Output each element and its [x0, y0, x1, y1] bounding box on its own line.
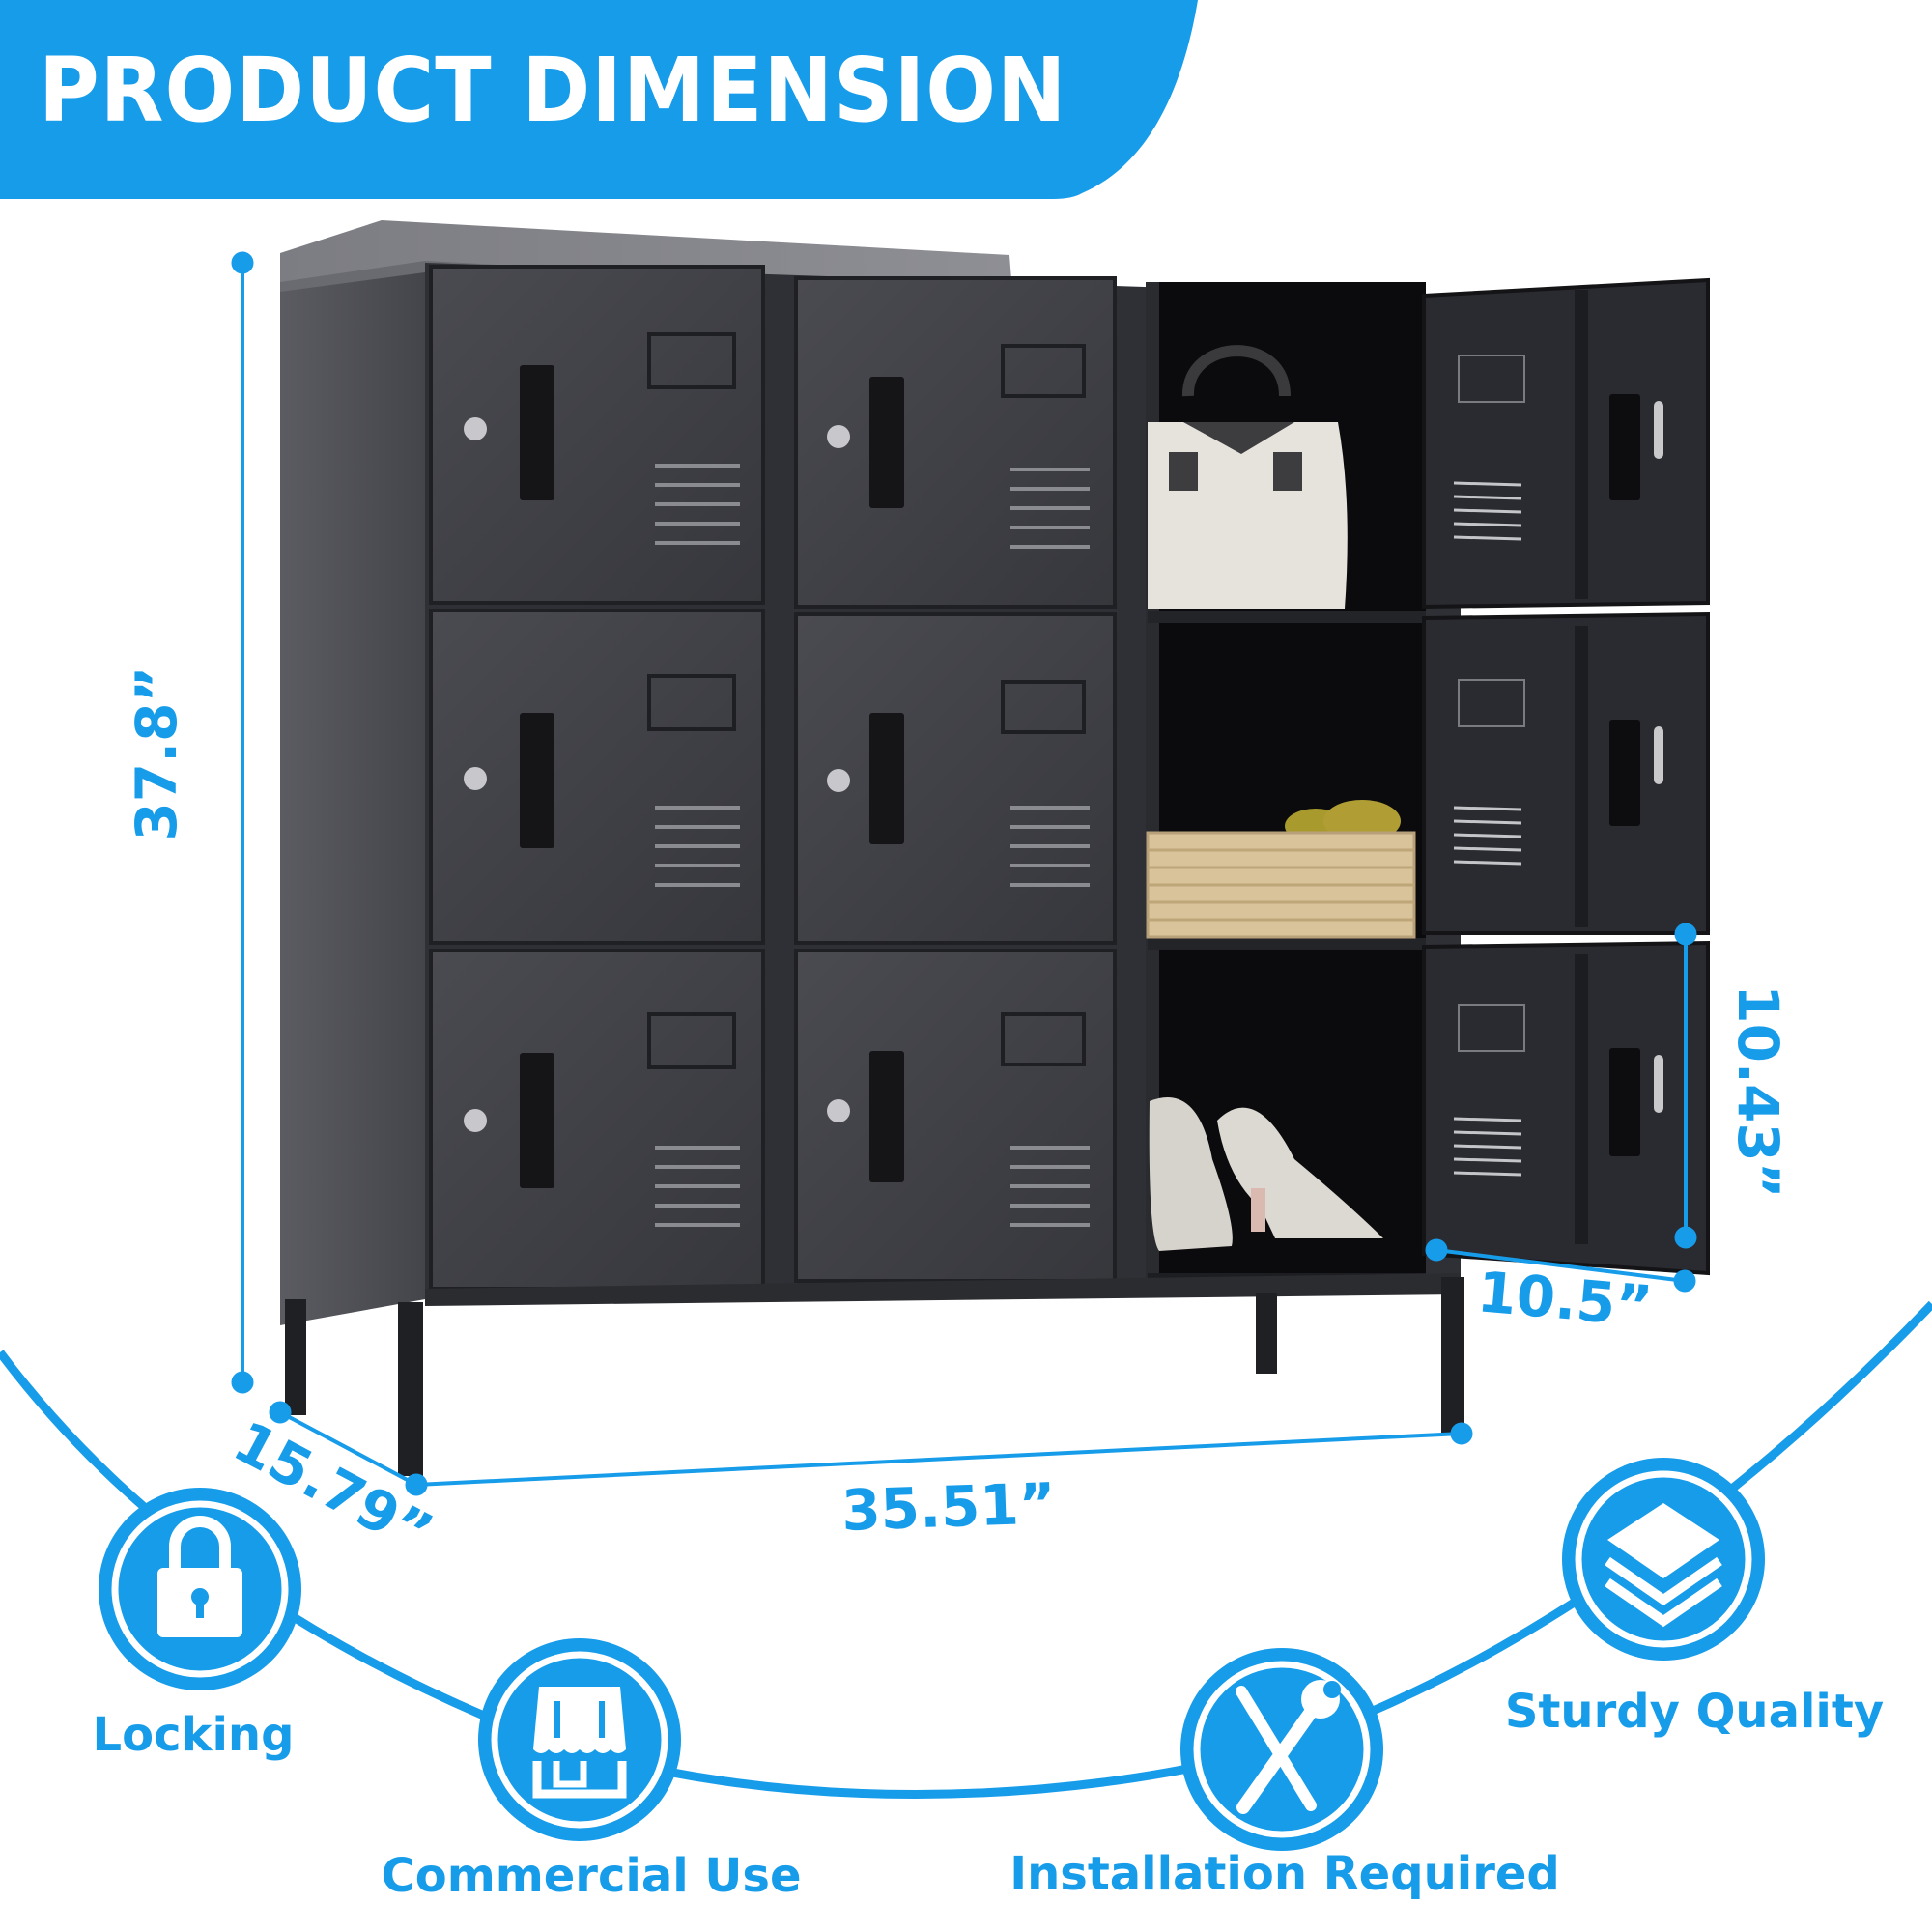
handbag-image	[1148, 345, 1348, 609]
shoes-image	[1149, 1097, 1383, 1251]
door-details	[464, 332, 1090, 1227]
layers-icon	[1562, 1458, 1765, 1661]
storefront-icon	[478, 1638, 681, 1841]
feature-label-locking: Locking	[92, 1708, 295, 1762]
feature-badges	[99, 1458, 1765, 1851]
open-doors	[1422, 277, 1710, 1276]
dimension-lines	[231, 251, 1697, 1496]
height-dimension-label: 37.8”	[124, 666, 189, 841]
feature-label-installation-required: Installation Required	[1009, 1847, 1560, 1901]
feature-label-commercial-use: Commercial Use	[381, 1849, 802, 1903]
locker-cabinet	[280, 220, 1710, 1476]
basket-image	[1146, 800, 1416, 939]
legs	[285, 1277, 1464, 1476]
header-banner	[0, 0, 1198, 199]
width-dimension-label: 35.51”	[840, 1470, 1057, 1544]
door-height-dimension-label: 10.43”	[1725, 984, 1791, 1199]
feature-label-sturdy-quality: Sturdy Quality	[1504, 1685, 1885, 1739]
page-title: PRODUCT DIMENSION	[39, 39, 1067, 142]
lock-icon	[99, 1488, 301, 1690]
tools-icon	[1180, 1648, 1383, 1851]
